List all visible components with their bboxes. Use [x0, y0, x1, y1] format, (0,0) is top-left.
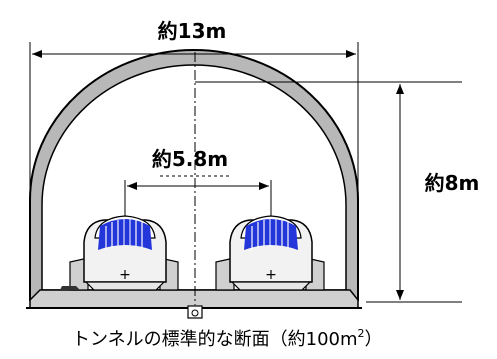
width-dimension: 約13m — [29, 19, 359, 200]
caption-superscript: 2 — [358, 327, 365, 340]
tunnel-floor — [29, 289, 359, 309]
train-stripes — [244, 219, 298, 250]
height-label: 約8m — [425, 171, 480, 195]
track-spacing-label: 約5.8m — [152, 147, 228, 171]
drain-icon — [187, 305, 203, 319]
train-left: + — [60, 215, 179, 291]
track-bed-left — [60, 286, 80, 290]
caption: トンネルの標準的な断面（約100m2） — [72, 327, 383, 350]
caption-main: トンネルの標準的な断面（約100m — [72, 329, 358, 350]
plus-icon: + — [265, 267, 277, 283]
track-spacing-dimension: 約5.8m — [124, 147, 272, 216]
height-dimension: 約8m — [195, 81, 480, 303]
train-stripes — [98, 219, 152, 250]
train-front-icon: + — [215, 215, 325, 291]
caption-text: トンネルの標準的な断面（約100m2） — [72, 327, 383, 350]
width-label: 約13m — [158, 19, 227, 43]
plus-icon: + — [119, 267, 131, 283]
caption-close: ） — [365, 329, 383, 350]
train-right: + — [215, 215, 325, 291]
train-front-icon: + — [69, 215, 179, 291]
